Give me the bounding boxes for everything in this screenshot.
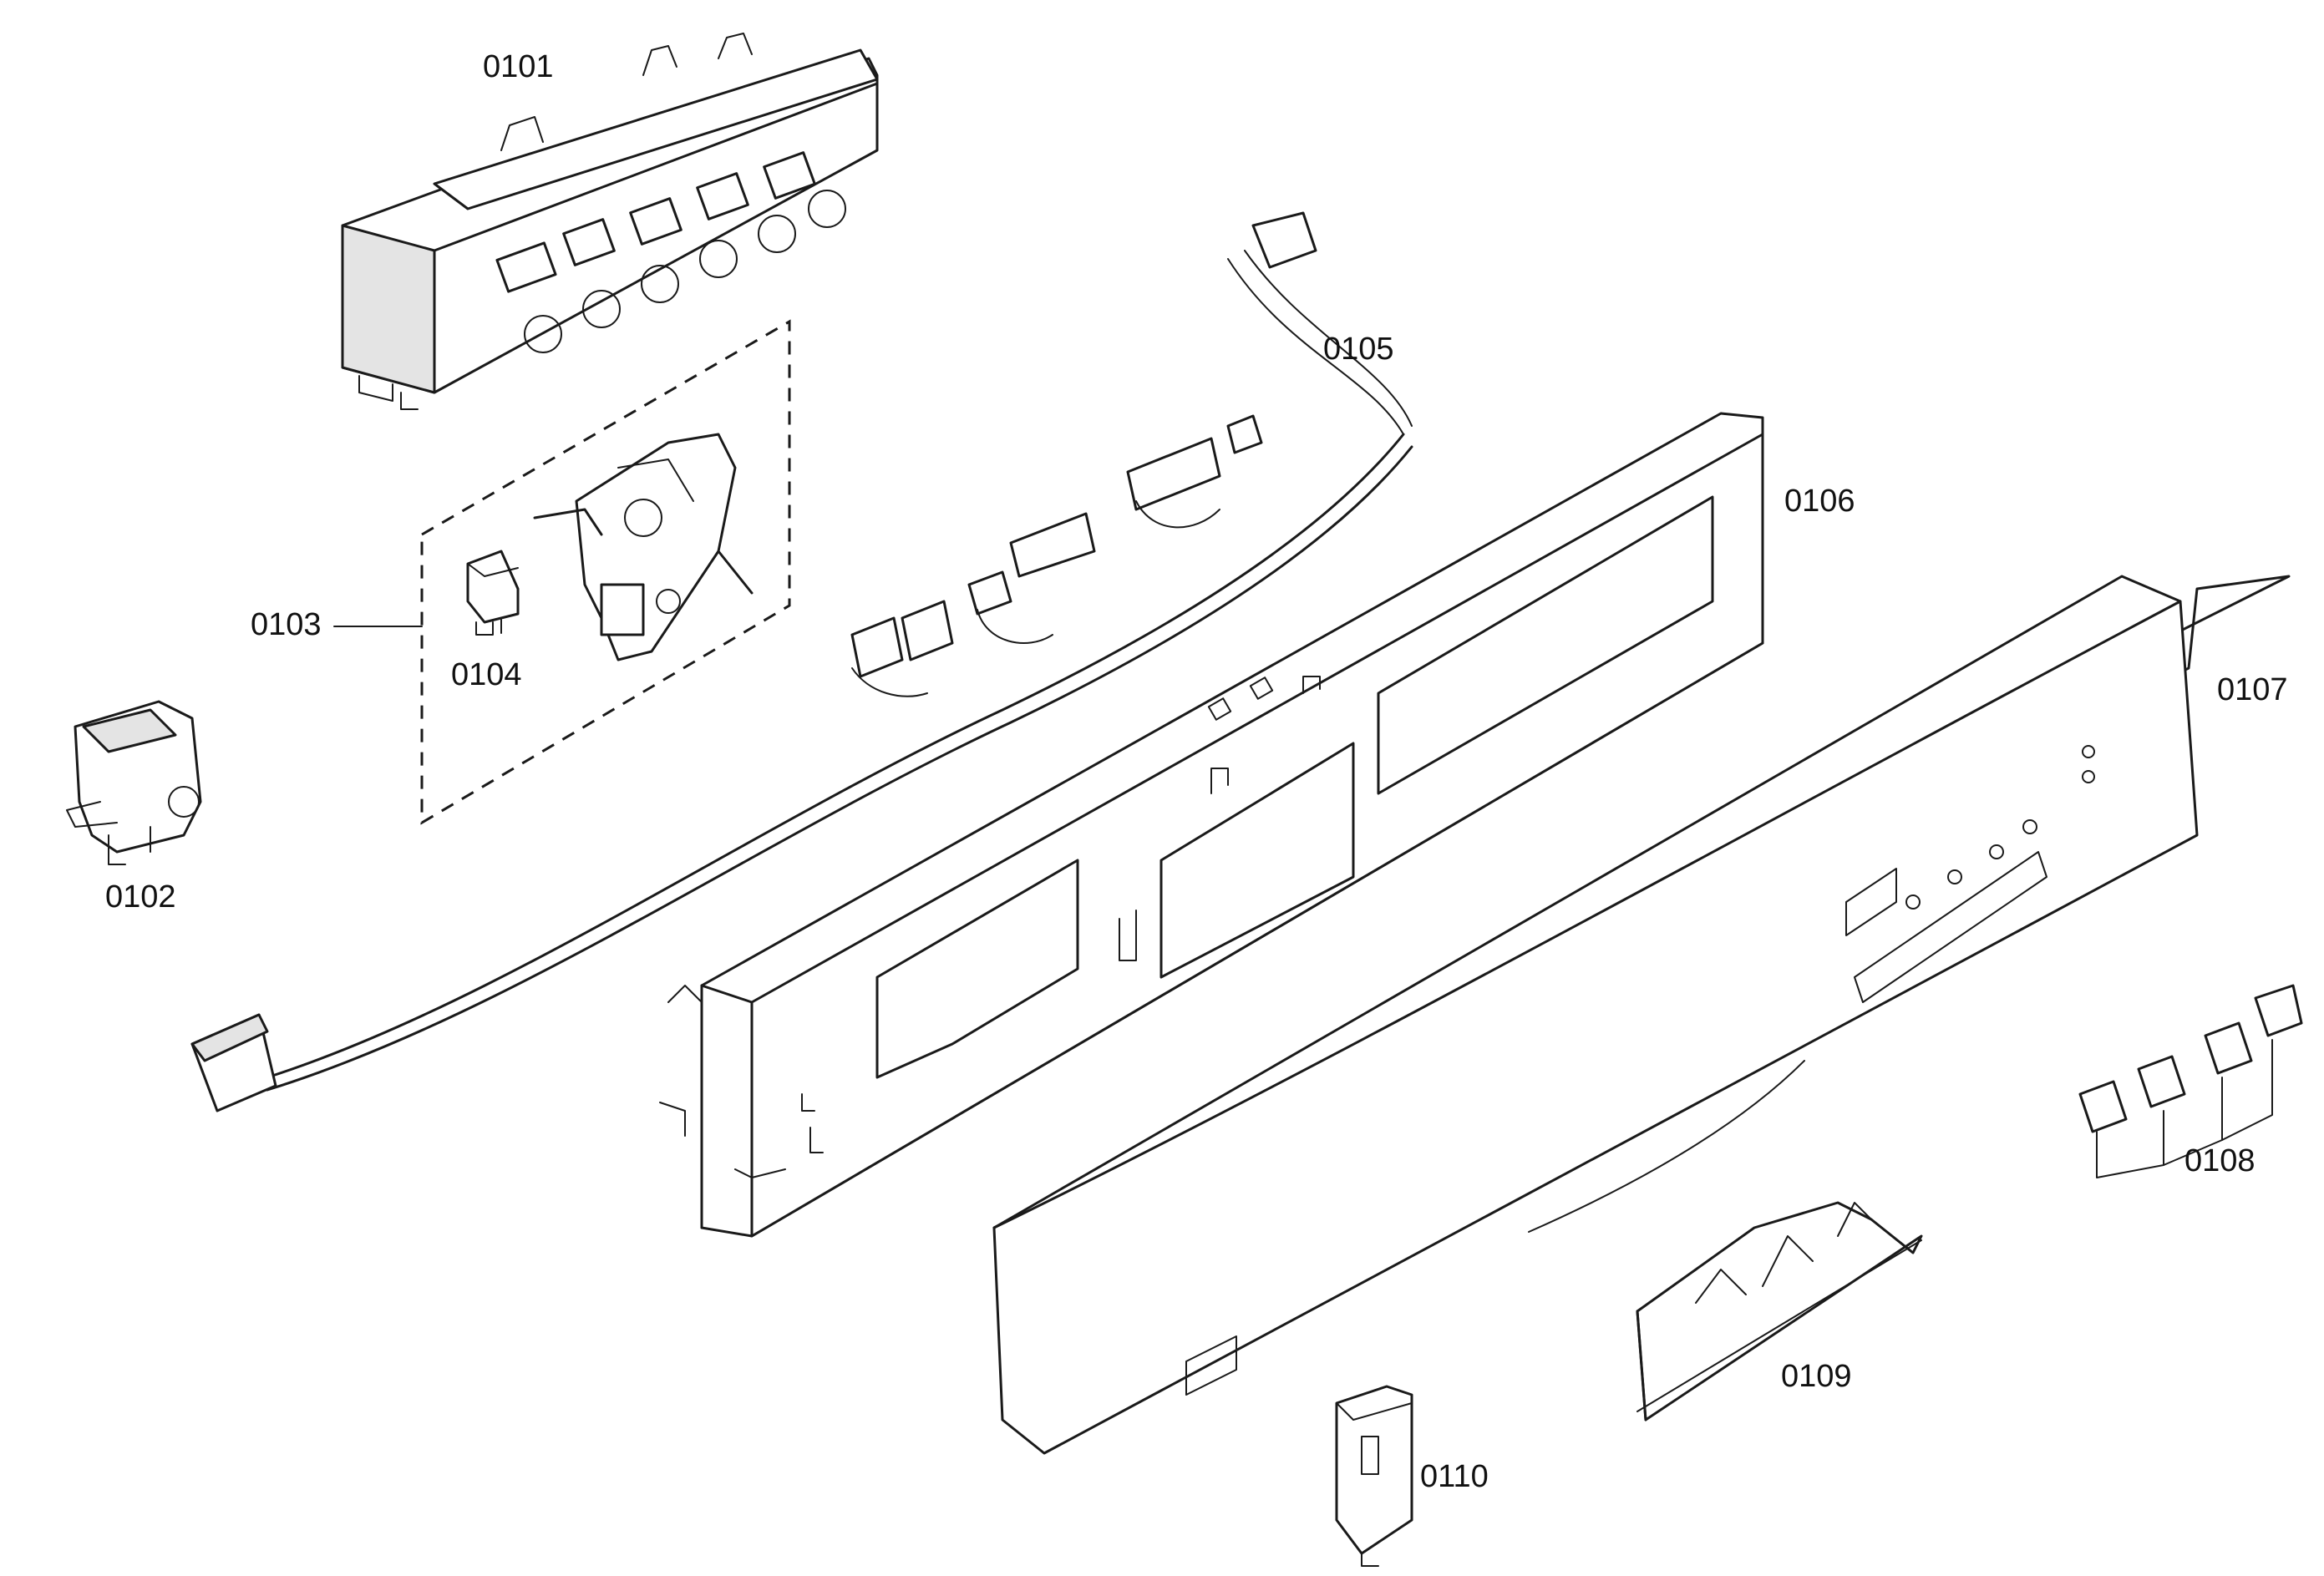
- door-lock-assembly-outline: [420, 319, 791, 825]
- label-0109: 0109: [1781, 1359, 1852, 1394]
- label-0106: 0106: [1784, 484, 1855, 519]
- bracket-drawing: [1335, 1385, 1413, 1567]
- control-module-drawing: [341, 33, 879, 410]
- label-0105: 0105: [1323, 332, 1394, 367]
- door-lock-mechanism-drawing: [533, 433, 754, 661]
- door-switch-drawing: [66, 700, 202, 865]
- wiring-harness-drawing: [190, 211, 1413, 1112]
- handle-drawing: [1636, 1201, 1923, 1421]
- label-0103: 0103: [251, 607, 322, 642]
- label-0107: 0107: [2217, 672, 2288, 707]
- label-0101: 0101: [483, 49, 554, 84]
- label-0102: 0102: [105, 879, 176, 915]
- label-0110: 0110: [1420, 1459, 1489, 1494]
- label-0108: 0108: [2184, 1143, 2255, 1178]
- control-panel-frame-drawing: [659, 412, 1764, 1238]
- push-buttons-drawing: [2078, 984, 2303, 1178]
- label-0104: 0104: [451, 657, 522, 692]
- front-panel-drawing: [992, 575, 2291, 1455]
- micro-switch-drawing: [466, 550, 520, 636]
